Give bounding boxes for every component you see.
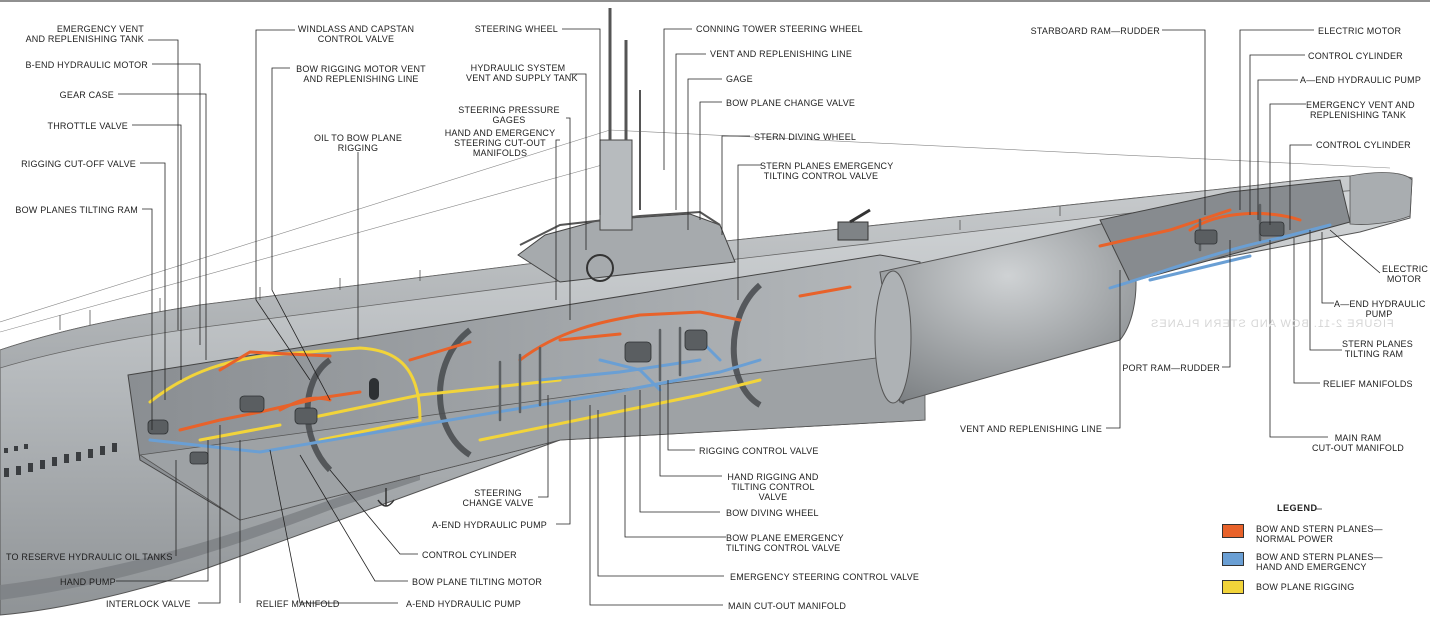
- label-bow-tilting-ram: BOW PLANES TILTING RAM: [15, 205, 138, 215]
- legend-swatch-hand-emergency: [1222, 552, 1244, 566]
- conning-tower: [59, 8, 1061, 330]
- legend-label-normal-power: BOW AND STERN PLANES— NORMAL POWER: [1256, 524, 1383, 544]
- hull-cutaway: [127, 179, 1351, 521]
- label-bow-change-valve: BOW PLANE CHANGE VALVE: [726, 98, 856, 108]
- leader-lines: [116, 28, 1381, 606]
- label-vent-line-right: VENT AND REPLENISHING LINE: [960, 424, 1103, 434]
- steering-wheel-icon: [586, 254, 614, 282]
- legend-label-hand-emergency: BOW AND STERN PLANES— HAND AND EMERGENCY: [1256, 552, 1383, 572]
- label-oil-to-bow: OIL TO BOW PLANE RIGGING: [313, 133, 403, 153]
- label-rigging-cutoff: RIGGING CUT-OFF VALVE: [21, 159, 136, 169]
- legend-label-rigging: BOW PLANE RIGGING: [1256, 582, 1355, 592]
- label-bow-emergency-tilt: BOW PLANE EMERGENCY TILTING CONTROL VALV…: [726, 533, 844, 553]
- label-emergency-vent-tank-left: EMERGENCY VENT AND REPLENISHING TANK: [25, 24, 144, 44]
- label-a-end-pump-right: A—END HYDRAULIC PUMP: [1334, 299, 1426, 319]
- label-main-cutout: MAIN CUT-OUT MANIFOLD: [728, 601, 847, 611]
- anchor-icon: [377, 488, 395, 507]
- label-hand-rigging-tilting: HAND RIGGING AND TILTING CONTROL VALVE: [727, 472, 819, 502]
- label-bow-tilting-motor: BOW PLANE TILTING MOTOR: [412, 577, 543, 587]
- label-control-cyl-top: CONTROL CYLINDER: [1308, 51, 1403, 61]
- legend-swatch-rigging: [1222, 580, 1244, 594]
- label-conning-wheel: CONNING TOWER STEERING WHEEL: [696, 24, 863, 34]
- label-interlock-valve: INTERLOCK VALVE: [106, 599, 191, 609]
- deck-gun: [837, 208, 871, 241]
- label-windlass-capstan: WINDLASS AND CAPSTAN CONTROL VALVE: [297, 24, 415, 44]
- label-steering-pressure: STEERING PRESSURE GAGES: [458, 105, 560, 125]
- label-port-rudder: PORT RAM—RUDDER: [1122, 363, 1220, 373]
- label-electric-motor-right: ELECTRIC MOTOR: [1382, 264, 1429, 284]
- label-a-end-pump-top: A—END HYDRAULIC PUMP: [1300, 75, 1422, 85]
- legend-title: LEGEND: [1277, 503, 1318, 513]
- label-emergency-steering: EMERGENCY STEERING CONTROL VALVE: [730, 572, 920, 582]
- label-reserve-tanks: TO RESERVE HYDRAULIC OIL TANKS: [6, 552, 173, 562]
- label-bow-rigging-vent: BOW RIGGING MOTOR VENT AND REPLENISHING …: [296, 64, 426, 84]
- label-electric-motor-top: ELECTRIC MOTOR: [1318, 26, 1402, 36]
- label-relief-manifold: RELIEF MANIFOLD: [256, 599, 340, 609]
- label-relief-manifolds: RELIEF MANIFOLDS: [1323, 379, 1413, 389]
- label-b-end-motor: B-END HYDRAULIC MOTOR: [25, 60, 148, 70]
- label-stern-emergency-tilt: STERN PLANES EMERGENCY TILTING CONTROL V…: [760, 161, 894, 181]
- mirrored-ghost-text: FIGURE 2-11. BOW AND STERN PLANES: [1150, 318, 1394, 330]
- label-stern-diving-wheel: STERN DIVING WHEEL: [754, 132, 857, 142]
- label-hyd-vent-supply: HYDRAULIC SYSTEM VENT AND SUPPLY TANK: [466, 63, 578, 83]
- label-bow-diving-wheel: BOW DIVING WHEEL: [726, 508, 819, 518]
- label-stern-tilting-ram: STERN PLANES TILTING RAM: [1342, 339, 1413, 359]
- label-gage: GAGE: [726, 74, 753, 84]
- label-hand-pump: HAND PUMP: [60, 577, 116, 587]
- label-control-cyl-right: CONTROL CYLINDER: [1316, 140, 1411, 150]
- label-a-end-pump-bottom: A-END HYDRAULIC PUMP: [406, 599, 522, 609]
- label-throttle-valve: THROTTLE VALVE: [47, 121, 128, 131]
- label-control-cyl-bottom: CONTROL CYLINDER: [422, 550, 517, 560]
- legend-swatch-normal-power: [1222, 524, 1244, 538]
- label-steering-wheel: STEERING WHEEL: [474, 24, 558, 34]
- label-emergency-vent-tank-right: EMERGENCY VENT AND REPLENISHING TANK: [1306, 100, 1415, 120]
- label-rigging-control-valve: RIGGING CONTROL VALVE: [699, 446, 819, 456]
- label-starboard-rudder: STARBOARD RAM—RUDDER: [1030, 26, 1160, 36]
- label-gear-case: GEAR CASE: [59, 90, 114, 100]
- label-hand-emergency-manifolds: HAND AND EMERGENCY STEERING CUT-OUT MANI…: [444, 128, 556, 158]
- label-vent-line-top: VENT AND REPLENISHING LINE: [710, 49, 853, 59]
- label-main-ram-manifold: MAIN RAM CUT-OUT MANIFOLD: [1311, 433, 1405, 453]
- label-steering-change: STEERING CHANGE VALVE: [462, 488, 534, 508]
- label-a-end-pump-mid: A-END HYDRAULIC PUMP: [432, 520, 548, 530]
